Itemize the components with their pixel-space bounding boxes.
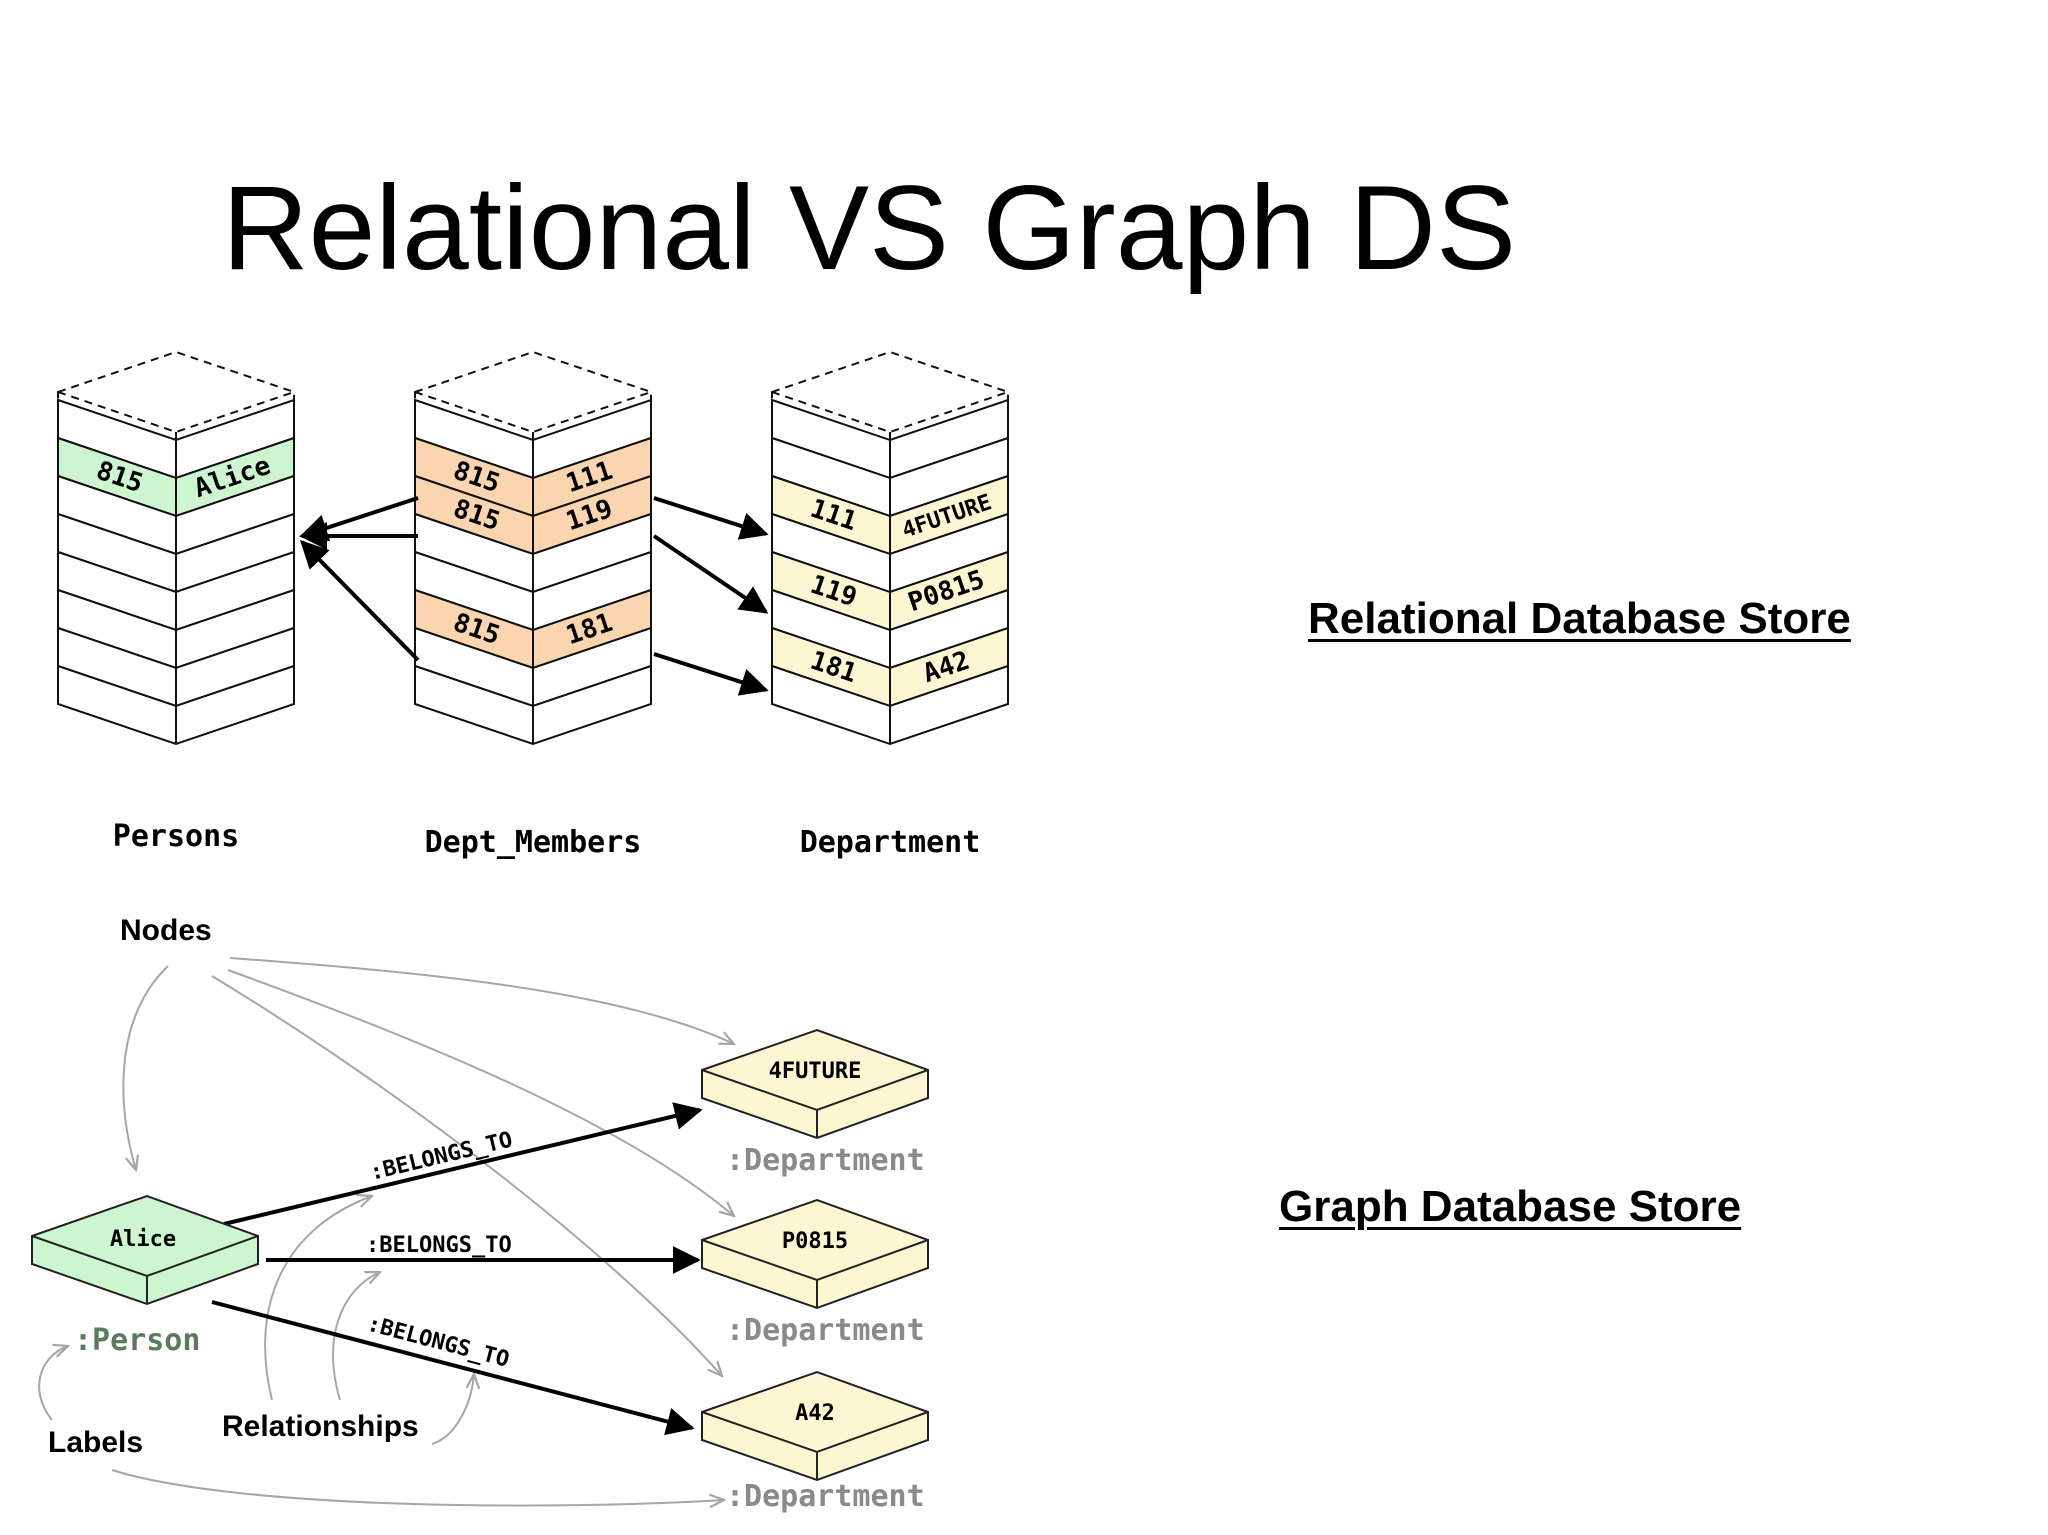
graph-callouts: Nodes Labels Relationships [48,914,419,1459]
node-label-department-2: :Department [726,1313,925,1348]
callout-arrow-nodes-to-a42 [211,975,722,1376]
callout-arrow-relationships-to-rel2 [332,1272,380,1401]
relationship-label-2: :BELONGS_TO [366,1233,512,1258]
relational-store-label: Relational Database Store [1308,594,1851,643]
slide-title: Relational VS Graph DS [222,161,1516,295]
graph-relationships: :BELONGS_TO :BELONGS_TO :BELONGS_TO [211,1102,703,1436]
fk-arrow-815-111-to-alice [299,496,419,542]
graph-callout-arrows [38,957,734,1506]
graph-node-p0815: P0815 :Department [701,1198,929,1348]
node-name-a42: A42 [795,1401,835,1426]
relationship-label-3: :BELONGS_TO [364,1312,511,1373]
relationship-alice-4future [223,1102,703,1226]
fk-arrow-119-to-department [652,534,769,614]
callout-labels: Labels [48,1426,143,1459]
graph-store-label: Graph Database Store [1279,1182,1742,1231]
fk-arrow-111-to-department [653,496,769,540]
node-name-p0815: P0815 [782,1229,848,1254]
node-label-person: :Person [74,1323,200,1358]
graph-node-4future: 4FUTURE :Department [701,1028,929,1178]
fk-arrow-181-to-department [653,652,769,696]
table-name: Department [800,825,981,860]
node-name-alice: Alice [110,1227,176,1252]
node-label-department-3: :Department [726,1479,925,1514]
graph-node-a42: A42 :Department [701,1370,929,1514]
callout-arrow-nodes-to-alice [122,965,169,1170]
callout-arrow-relationships-to-rel1 [264,1196,372,1401]
graph-node-alice: Alice :Person [31,1194,259,1358]
node-name-4future: 4FUTURE [769,1059,862,1084]
callout-nodes: Nodes [120,914,212,947]
callout-arrow-labels-to-department [111,1469,724,1506]
callout-arrow-nodes-to-4future [229,957,734,1044]
table-name: Dept_Members [425,825,642,860]
graph-nodes: Alice :Person 4FUTURE :Department P0815 … [31,1028,929,1514]
fk-arrow-815-181-to-alice [300,540,420,662]
node-label-department-1: :Department [726,1143,925,1178]
callout-arrow-labels-to-person [38,1346,68,1421]
callout-arrow-relationships-to-rel3 [431,1374,474,1445]
relational-arrows [299,496,769,696]
callout-arrow-nodes-to-p0815 [227,969,734,1216]
relationship-alice-a42 [211,1300,695,1436]
table-name: Persons [113,819,239,854]
callout-relationships: Relationships [222,1410,419,1443]
relationship-label-1: :BELONGS_TO [368,1128,516,1186]
